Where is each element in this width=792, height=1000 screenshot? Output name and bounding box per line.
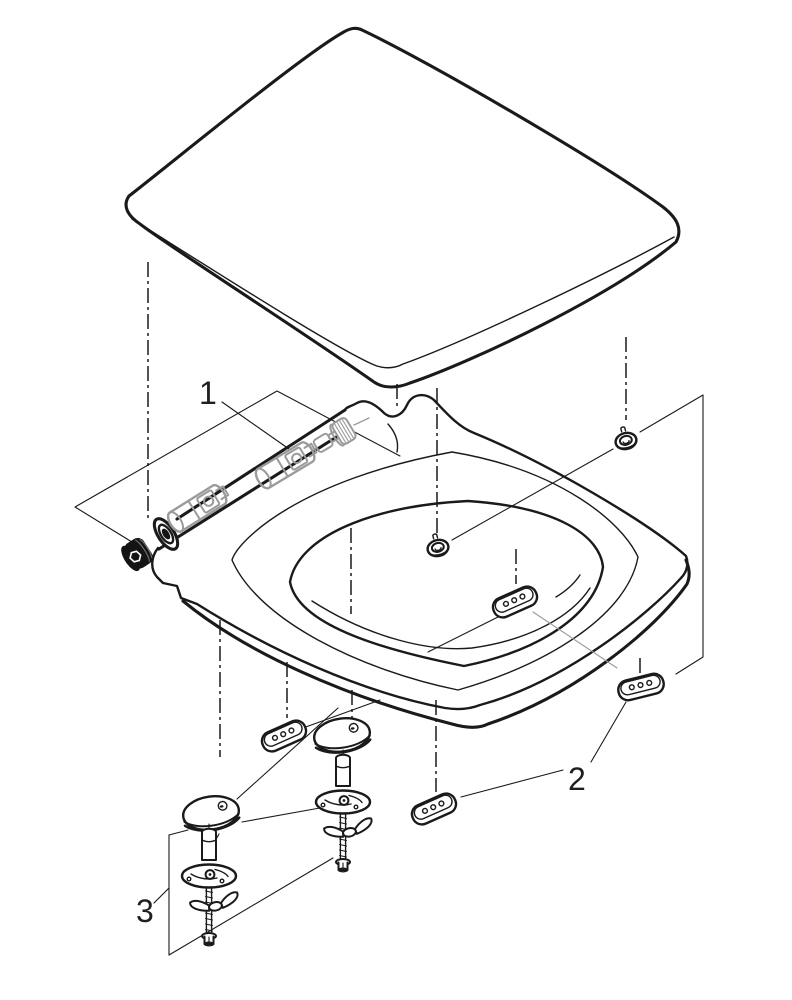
lid-buffer-right [611, 423, 640, 453]
damper-cartridge-left [163, 480, 233, 536]
oval-buffer-on-seat [488, 582, 542, 622]
lid-thickness-edge [131, 218, 675, 369]
buffer-set [257, 423, 667, 829]
callout-label-2: 2 [568, 761, 586, 797]
hinge-barrel-bottom-edge [157, 434, 340, 551]
lid-outline [124, 26, 681, 389]
seat-lid [124, 26, 681, 389]
fixing-set [179, 713, 376, 947]
callout2-leader-bottom-oval [460, 769, 564, 798]
callout-labels: 1 2 3 [136, 375, 586, 929]
callout-label-3: 3 [136, 893, 154, 929]
mounting-bolt-left [180, 822, 242, 947]
callout1-bracket [74, 390, 401, 543]
oval-buffer-right [615, 670, 667, 704]
callout3-arm-top-b [241, 805, 332, 823]
hinge-end-cap-black [121, 537, 153, 572]
callout1-leader [221, 401, 290, 450]
center-lines [147, 262, 641, 792]
callout3-arm-top-a [168, 829, 189, 836]
callout2-leader-gray [532, 611, 618, 669]
oval-buffer-left-detached [257, 716, 311, 756]
callout2-leader-buffers [451, 448, 614, 541]
callout2-leader-seat-oval-b [302, 699, 381, 729]
mounting-bolt-right [314, 748, 376, 873]
callout2-leader-seat-oval-a [427, 613, 505, 653]
seat-ring [151, 393, 691, 729]
oval-buffer-bottom-detached [407, 789, 461, 829]
leader-lines [74, 390, 704, 956]
seat-outer-edge [151, 393, 689, 711]
callout2-bracket [639, 394, 704, 675]
callout3-chain-caps [236, 707, 339, 800]
lid-buffer-front [423, 530, 452, 560]
hinge-right-socket-arc [387, 423, 399, 453]
hinge-damper-set [121, 417, 370, 572]
callout2-leader-right-oval [590, 701, 627, 763]
callout3-leader [153, 887, 170, 904]
seat-inner-accent-arc [555, 574, 581, 598]
hinge-barrel-bore-shadow [161, 528, 171, 540]
hinge-barrel-top-edge [175, 408, 347, 521]
seat-recess-contour [231, 451, 639, 691]
hinge-barrel-end-bore [157, 523, 175, 545]
seat-inner-opening [288, 499, 605, 668]
seat-silhouette [181, 558, 691, 729]
damper-axis-stub [353, 417, 370, 426]
cover-cap-left [179, 791, 243, 836]
hinge-knurled-cap [329, 417, 357, 447]
callout3-arm-bottom [168, 857, 334, 956]
callout-label-1: 1 [199, 375, 217, 411]
seat-inner-wall-edge [311, 587, 591, 650]
